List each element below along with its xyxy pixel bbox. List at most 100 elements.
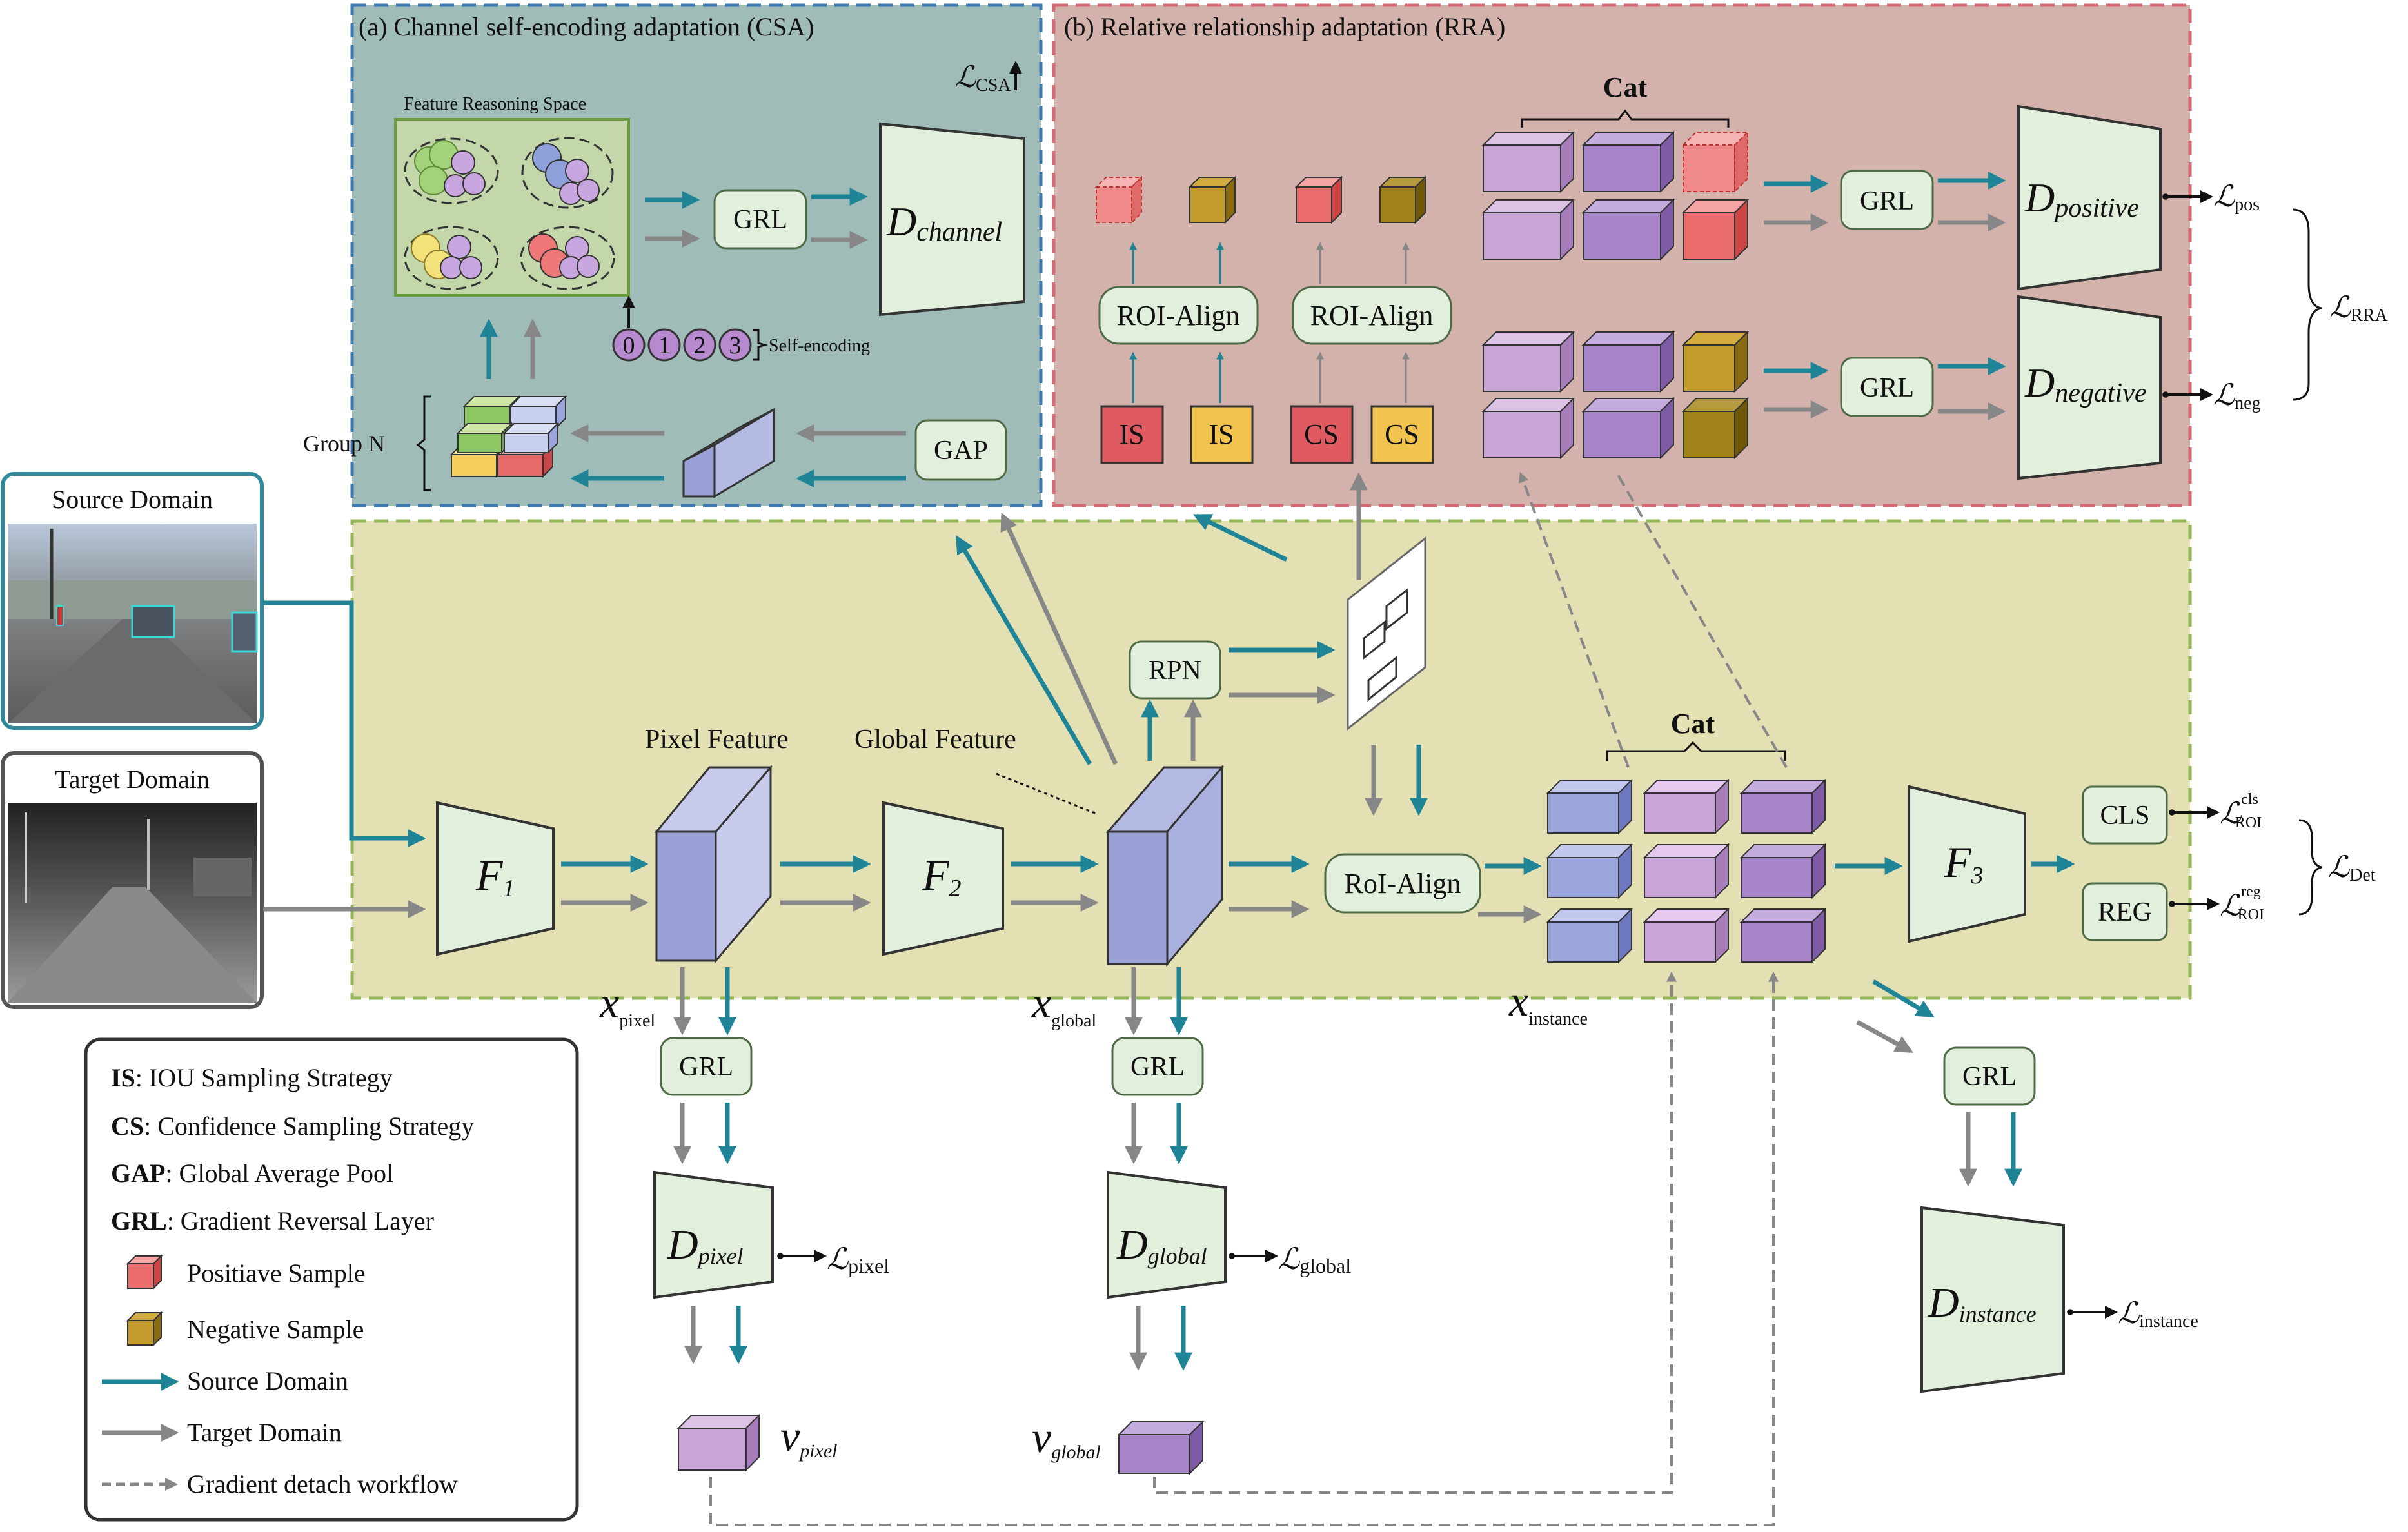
svg-text:1: 1: [658, 332, 671, 359]
roi-align-label: RoI-Align: [1345, 868, 1461, 899]
instance-cat-brace: [1606, 741, 1786, 761]
f3-label: F3: [1944, 838, 1984, 889]
cs-box-1: [1290, 405, 1354, 464]
d-pixel: [653, 1170, 774, 1299]
v-global-cube: [1117, 1420, 1205, 1475]
cluster-blue: [521, 137, 614, 209]
svg-text:2: 2: [694, 332, 706, 359]
csa-grl-label: GRL: [733, 205, 787, 235]
grl-global: [1111, 1037, 1204, 1096]
global-feature-pointer: [996, 772, 1097, 815]
csa-grl: [713, 189, 807, 250]
global-feature-map: [1105, 764, 1225, 967]
cs-box-1-label: CS: [1304, 418, 1339, 450]
self-encoding-brace: [753, 329, 769, 361]
pixel-feature-map: [654, 764, 773, 964]
pixel-feature-label: Pixel Feature: [645, 725, 789, 754]
loss-rra: ℒRRA: [2329, 291, 2388, 326]
detach-line-1: [1518, 471, 1630, 768]
is-box-2: [1190, 405, 1254, 464]
v-global: vglobal: [1032, 1413, 1101, 1463]
svg-text:3: 3: [729, 332, 742, 359]
gf-to-csa-t: [1000, 512, 1118, 765]
reg-label: REG: [2098, 898, 2152, 927]
f1-label: F1: [475, 850, 515, 902]
rra-grl-bottom: [1840, 357, 1934, 417]
d-pixel-label: Dpixel: [667, 1221, 744, 1269]
rra-thin-arrows: [1129, 242, 1410, 403]
v-pixel: vpixel: [780, 1411, 838, 1462]
csa-loss: ℒCSA: [954, 61, 1011, 95]
legend-detach: Gradient detach workflow: [187, 1469, 458, 1498]
f3-encoder: [1908, 785, 2026, 943]
reasoning-space-label: Feature Reasoning Space: [404, 94, 586, 114]
cluster-red: [520, 226, 615, 290]
x-global: xglobal: [1031, 978, 1096, 1031]
legend-grl: GRL: Gradient Reversal Layer: [111, 1206, 434, 1235]
d-global-label: Dglobal: [1116, 1221, 1207, 1269]
loss-neg: ℒneg: [2213, 378, 2261, 413]
global-feature-label: Global Feature: [854, 725, 1016, 754]
source-input-arrow: [263, 600, 426, 847]
legend: IS: IOU Sampling Strategy CS: Confidence…: [102, 1063, 474, 1498]
proposals-card: [1347, 536, 1426, 731]
loss-pos: ℒpos: [2213, 180, 2260, 215]
grl-pixel: [660, 1037, 753, 1096]
legend-positive: Positiave Sample: [187, 1259, 366, 1288]
rra-sample-cubes: [1094, 175, 1427, 224]
loss-pixel: ℒpixel: [827, 1242, 889, 1277]
rra-roi-align-1-label: ROI-Align: [1117, 300, 1240, 331]
grl-global-label: GRL: [1130, 1052, 1185, 1082]
loss-instance: ℒinstance: [2118, 1297, 2198, 1331]
x-instance: xinstance: [1508, 976, 1588, 1029]
d-instance-label: Dinstance: [1928, 1279, 2037, 1327]
source-domain-label: Source Domain: [52, 485, 213, 514]
f1-encoder: [436, 801, 555, 956]
f2-label: F2: [922, 850, 962, 902]
legend-cs: CS: Confidence Sampling Strategy: [111, 1112, 474, 1141]
loss-det: ℒDet: [2328, 850, 2376, 885]
rpn-box: [1129, 640, 1221, 700]
rra-loss-brace: [2292, 208, 2322, 401]
rra-roi-align-2: [1292, 286, 1452, 345]
source-road-image: [8, 524, 258, 723]
rra-cube-rows: [1481, 130, 1750, 460]
gap-box: [914, 419, 1007, 481]
legend-is: IS: IOU Sampling Strategy: [111, 1063, 393, 1092]
v-pixel-cube: [676, 1413, 761, 1472]
detach-line-2: [1616, 473, 1788, 768]
rra-roi-align-1: [1098, 286, 1259, 345]
loss-global: ℒglobal: [1278, 1242, 1351, 1277]
group-cubes: [449, 395, 567, 478]
self-encoding-label: Self-encoding: [769, 336, 870, 356]
is-box-1: [1100, 405, 1164, 464]
detach-path-pixel: [709, 971, 1779, 1526]
target-domain-label: Target Domain: [55, 765, 210, 794]
rra-grl-arrows: [1764, 172, 2006, 420]
d-channel: [879, 122, 1025, 317]
inst-to-grl-t: [1856, 1019, 1913, 1054]
group-n-label: Group N: [303, 431, 385, 457]
inst-to-grl-s: [1872, 979, 1935, 1018]
instance-cubes: [1546, 778, 1827, 964]
cls-label: CLS: [2100, 801, 2149, 830]
legend-negative-cube: [126, 1311, 163, 1347]
legend-source: Source Domain: [187, 1366, 348, 1395]
detach-path-global: [1153, 971, 1677, 1494]
is-box-2-label: IS: [1209, 418, 1234, 450]
d-negative: [2017, 295, 2162, 480]
grl-instance-label: GRL: [1962, 1062, 2017, 1092]
rra-cat: Cat: [1603, 72, 1648, 103]
rpn-label: RPN: [1149, 656, 1201, 685]
rra-grl-top: [1840, 170, 1934, 230]
gap-label: GAP: [934, 436, 988, 466]
legend-negative: Negative Sample: [187, 1315, 364, 1344]
grl-instance: [1943, 1046, 2036, 1106]
rra-cat-brace: [1521, 109, 1730, 128]
d-instance: [1920, 1206, 2065, 1393]
rra-title: (b) Relative relationship adaptation (RR…: [1064, 12, 1505, 41]
gf-to-csa-s: [955, 535, 1092, 765]
